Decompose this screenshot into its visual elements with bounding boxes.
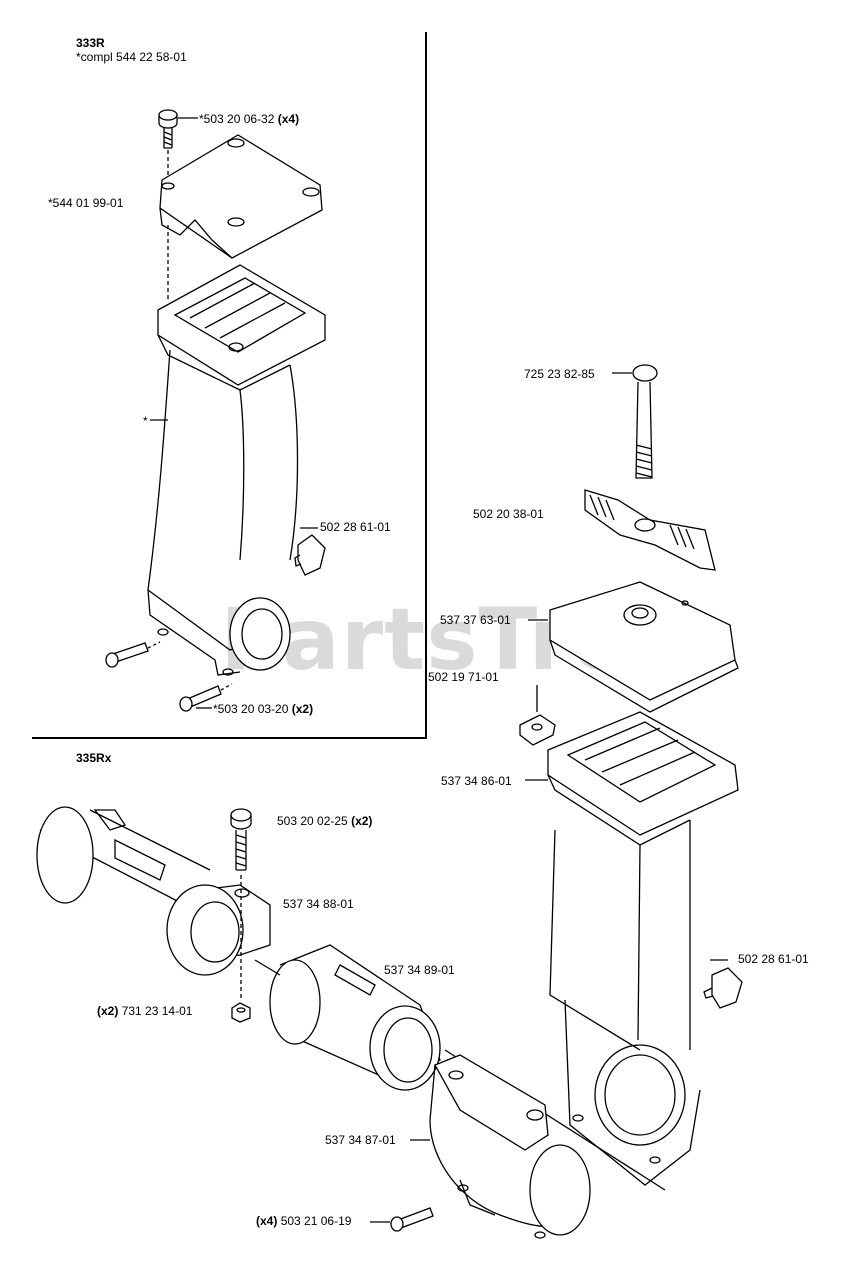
part-quantity: (x2) [351,814,373,828]
part-quantity: (x2) [291,702,314,716]
screw-503-20-06-32 [158,109,178,149]
nut-502-28-61-01-right [703,967,743,1009]
cover-537-37-63-01 [549,581,739,713]
section-title-333r: 333R [76,36,105,50]
part-number: 731 23 14-01 [121,1004,193,1018]
nut-502-19-71-01 [519,714,556,746]
frame-bottom-border [32,737,427,739]
screw-503-21-06-19 [390,1207,434,1232]
handle-base-537-34-86-01 [547,711,739,1186]
frame-right-border [425,32,427,738]
section-title-335rx: 335Rx [76,751,112,765]
part-label: 502 28 61-01 [738,952,809,966]
screw-503-20-03-20 [179,683,233,712]
sleeve-537-34-89-01 [269,944,441,1091]
part-label: 502 19 71-01 [428,670,499,684]
part-number: 503 21 06-19 [280,1214,352,1228]
part-quantity: (x4) [256,1214,278,1228]
screw-503-20-02-25 [230,808,252,871]
part-number: *503 20 06-32 [199,112,275,126]
part-label: 537 34 86-01 [441,774,512,788]
part-label: *544 01 99-01 [48,196,124,210]
shaft-tube-335rx [36,806,211,906]
clamp-cover-544-01-99-01 [159,134,323,259]
part-label: 502 20 38-01 [473,507,544,521]
part-label: (x2) 731 23 14-01 [97,1004,192,1018]
part-label: *503 20 06-32 (x4) [199,112,299,126]
part-label: 537 37 63-01 [440,613,511,627]
part-label: 537 34 87-01 [325,1133,396,1147]
part-label: *503 20 03-20 (x2) [213,702,313,716]
nut-731-23-14-01 [231,1002,251,1023]
clamp-537-34-87-01 [429,1054,591,1239]
handle-base-333r [147,264,326,676]
part-label: * [143,414,148,428]
part-quantity: (x2) [97,1004,119,1018]
part-number: 503 20 02-25 [277,814,348,828]
clamp-537-34-88-01 [166,884,271,976]
knob-502-20-38-01 [584,489,716,571]
compl-part-number: *compl 544 22 58-01 [76,50,187,64]
part-label: 537 34 89-01 [384,963,455,977]
part-label: (x4) 503 21 06-19 [256,1214,351,1228]
part-label: 537 34 88-01 [283,897,354,911]
part-label: 503 20 02-25 (x2) [277,814,372,828]
part-number: *503 20 03-20 [213,702,289,716]
nut-502-28-61-01-top [294,534,326,576]
bolt-725-23-82-85 [632,364,658,479]
part-quantity: (x4) [277,112,300,126]
part-label: 725 23 82-85 [524,367,595,381]
screw-left-333r [105,641,161,668]
part-label: 502 28 61-01 [320,520,391,534]
